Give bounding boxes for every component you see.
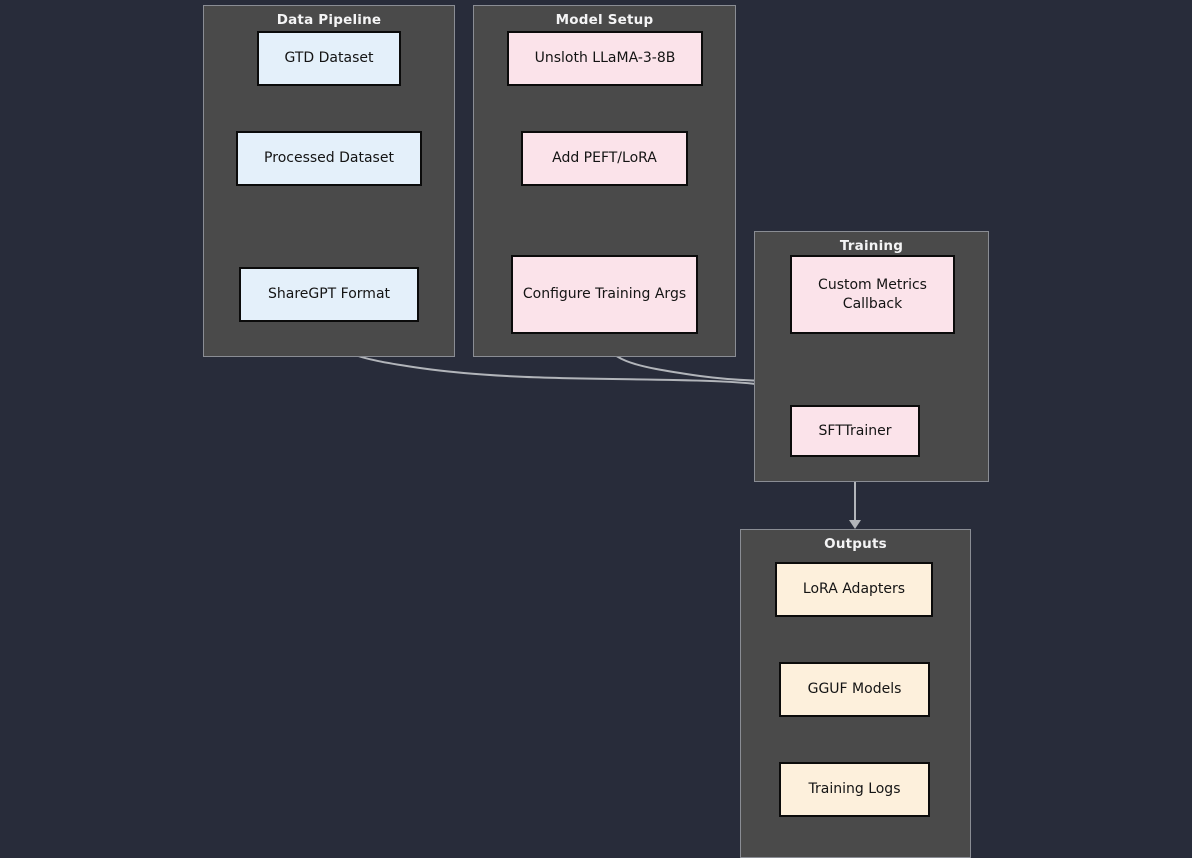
subgraph-title-data-pipeline: Data Pipeline xyxy=(276,12,382,28)
node-processed-dataset[interactable]: Processed Dataset xyxy=(236,131,422,186)
node-training-logs[interactable]: Training Logs xyxy=(779,762,930,817)
node-configure-training[interactable]: Configure Training Args xyxy=(511,255,698,334)
subgraph-title-model-setup: Model Setup xyxy=(555,12,654,28)
subgraph-title-outputs: Outputs xyxy=(824,536,887,552)
node-sfttrainer[interactable]: SFTTrainer xyxy=(790,405,920,457)
arrowhead-sfttrainer-to-outputs xyxy=(849,520,861,529)
node-sharegpt-format[interactable]: ShareGPT Format xyxy=(239,267,419,322)
node-lora-adapters[interactable]: LoRA Adapters xyxy=(775,562,933,617)
node-add-peft-lora[interactable]: Add PEFT/LoRA xyxy=(521,131,688,186)
node-gtd-dataset[interactable]: GTD Dataset xyxy=(257,31,401,86)
node-unsloth-llama[interactable]: Unsloth LLaMA-3-8B xyxy=(507,31,703,86)
subgraph-title-training: Training xyxy=(839,238,904,254)
node-custom-metrics-callback[interactable]: Custom Metrics Callback xyxy=(790,255,955,334)
node-gguf-models[interactable]: GGUF Models xyxy=(779,662,930,717)
